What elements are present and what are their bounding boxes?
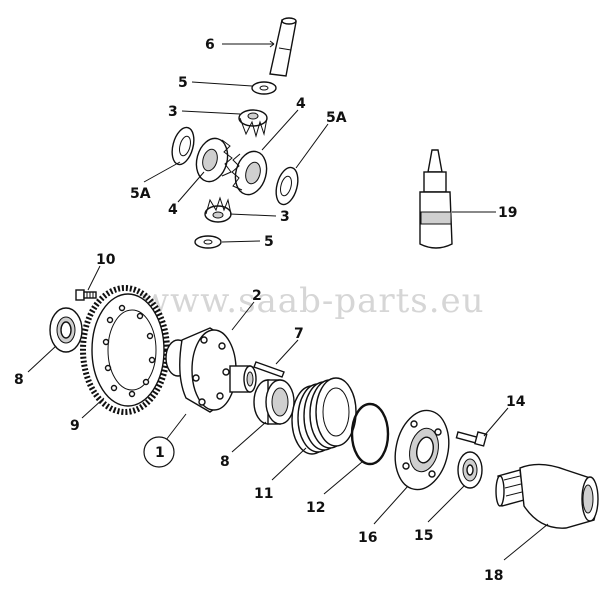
callout-10: 10 [96,252,116,268]
callout-circle [143,436,175,468]
callout-14: 14 [506,394,526,410]
callout-5a: 5A [130,186,151,202]
callout-3: 3 [168,104,178,120]
callout-7: 7 [294,326,304,342]
callout-5a: 5A [326,110,347,126]
side-gear-left [195,137,233,183]
callout-4: 4 [296,96,306,112]
pinion-gear-upper [238,109,268,138]
callout-15: 15 [414,528,433,544]
callout-5: 5 [264,234,274,250]
callout-11: 11 [254,486,273,502]
bearing-left [49,307,83,353]
callout-8: 8 [220,454,230,470]
thrust-washer-lower [194,235,222,249]
bearing-center [253,379,295,425]
side-gear-right [231,150,268,196]
pinion-shaft [269,17,297,77]
cover-screw [455,431,488,447]
thrust-washer-upper [251,81,277,95]
callout-12: 12 [306,500,325,516]
callout-1: 1 [155,445,165,461]
callout-19: 19 [498,205,517,221]
lock-pin [253,361,285,378]
callout-8: 8 [14,372,24,388]
o-ring [350,402,390,466]
callout-18: 18 [484,568,503,584]
differential-housing [165,327,257,413]
side-washer-left [171,126,195,166]
bearing-cover [394,409,450,491]
output-shaft [495,463,599,529]
sealant-bottle [419,149,453,249]
callout-6: 6 [205,37,215,53]
shim-stack [291,377,357,455]
callouts: 6 5 3 4 5A 5A 4 3 5 19 10 2 7 8 9 1 8 11… [14,37,526,584]
pinion-gear-lower [204,196,232,223]
callout-4: 4 [168,202,178,218]
leader-lines [27,40,549,561]
callout-5: 5 [178,75,188,91]
side-washer-right [275,166,299,206]
oil-seal [457,451,483,489]
watermark: www.saab-parts.eu [140,281,485,321]
callout-9: 9 [70,418,80,434]
callout-16: 16 [358,530,377,546]
ring-gear-bolt [75,289,97,301]
callout-3: 3 [280,209,290,225]
callout-2: 2 [252,288,262,304]
